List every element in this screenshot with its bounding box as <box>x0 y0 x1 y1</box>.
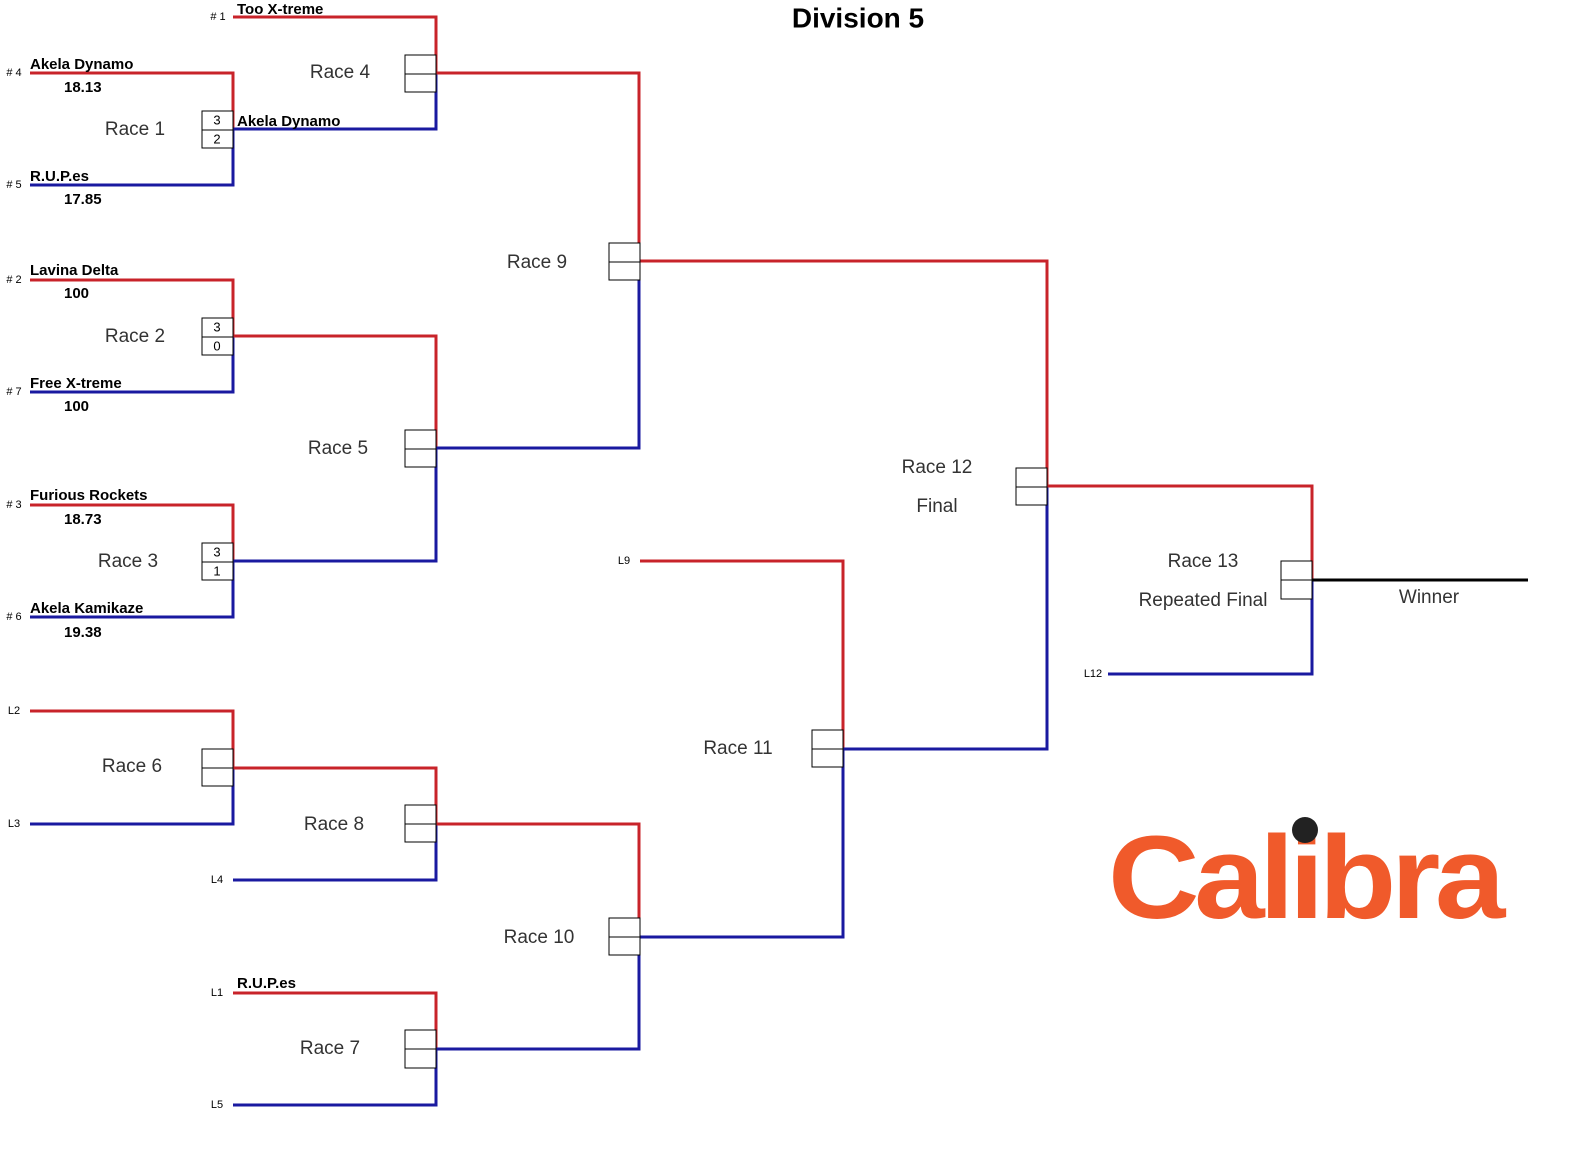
score-box-race3: 31 <box>201 542 234 581</box>
line-race2-upper <box>30 278 235 336</box>
race-label-9: Race 9 <box>507 252 567 273</box>
logo-dot <box>1292 817 1318 843</box>
line-race11-lower <box>639 749 845 939</box>
score-box-race2: 30 <box>201 317 234 356</box>
line-race8-lower <box>233 824 438 882</box>
race-label-6: Race 6 <box>102 756 162 777</box>
seed-7: # 7 <box>6 386 21 398</box>
seed-labels: # 1 # 4 # 5 # 2 # 7 # 3 # 6 L2 L3 L4 L1 … <box>6 11 1102 1111</box>
score-box-race4 <box>404 54 437 93</box>
race-label-7: Race 7 <box>300 1038 360 1059</box>
score-box-race13 <box>1280 560 1313 600</box>
team-name: R.U.P.es <box>30 168 89 185</box>
line-race10-upper <box>436 822 641 937</box>
line-race13-lower <box>1108 580 1314 676</box>
team-name: Too X-treme <box>237 1 323 18</box>
race-label-10: Race 10 <box>504 927 575 948</box>
seed-L4: L4 <box>211 874 223 886</box>
seed-L9: L9 <box>618 555 630 567</box>
score-box-race9 <box>608 242 641 281</box>
team-time: 18.73 <box>64 511 102 528</box>
score-box-race1: 32 <box>201 110 234 149</box>
score-box-race5 <box>404 429 437 468</box>
seed-L5: L5 <box>211 1099 223 1111</box>
score-race3-lower: 1 <box>213 563 220 578</box>
score-race1-upper: 3 <box>213 112 220 127</box>
line-race5-lower <box>233 448 438 563</box>
team-name: Akela Dynamo <box>237 113 340 130</box>
race-label-13: Race 13 <box>1168 551 1239 572</box>
team-name: R.U.P.es <box>237 975 296 992</box>
line-race10-lower <box>436 937 641 1051</box>
race-label-13-sub: Repeated Final <box>1139 590 1268 611</box>
winner-label: Winner <box>1399 587 1460 608</box>
team-names: Too X-treme Akela Dynamo Akela Dynamo R.… <box>30 1 340 992</box>
seed-6: # 6 <box>6 611 21 623</box>
score-box-race7 <box>404 1029 437 1069</box>
line-race12-upper <box>639 259 1049 486</box>
score-race3-upper: 3 <box>213 544 220 559</box>
team-time: 17.85 <box>64 191 102 208</box>
score-race2-upper: 3 <box>213 319 220 334</box>
line-race9-upper <box>436 71 641 261</box>
line-race6-lower <box>30 768 235 826</box>
seed-4: # 4 <box>6 67 21 79</box>
seed-L2: L2 <box>8 705 20 717</box>
team-time: 100 <box>64 285 89 302</box>
race-label-4: Race 4 <box>310 62 371 83</box>
team-name: Furious Rockets <box>30 487 148 504</box>
score-box-race8 <box>404 804 437 843</box>
page-title: Division 5 <box>792 2 924 33</box>
team-name: Akela Dynamo <box>30 56 133 73</box>
line-race9-lower <box>436 261 641 450</box>
team-time: 100 <box>64 398 89 415</box>
race-label-8: Race 8 <box>304 814 364 835</box>
race-label-11: Race 11 <box>703 738 772 759</box>
race-label-12-sub: Final <box>916 496 957 517</box>
seed-2: # 2 <box>6 274 21 286</box>
line-race4-upper <box>233 15 438 73</box>
line-race1-upper <box>30 71 235 129</box>
team-time: 18.13 <box>64 79 102 96</box>
team-name: Lavina Delta <box>30 262 119 279</box>
score-box-race6 <box>201 748 234 787</box>
race-label-12: Race 12 <box>902 457 973 478</box>
team-time: 19.38 <box>64 624 102 641</box>
line-race13-upper <box>1047 484 1314 580</box>
seed-L1: L1 <box>211 987 223 999</box>
seed-5: # 5 <box>6 179 21 191</box>
race-label-2: Race 2 <box>105 326 165 347</box>
score-boxes: 32 30 31 <box>201 54 1313 1069</box>
race-label-5: Race 5 <box>308 438 368 459</box>
score-box-race10 <box>608 917 641 956</box>
seed-L12: L12 <box>1084 668 1102 680</box>
team-name: Free X-treme <box>30 375 122 392</box>
team-times: 18.13 17.85 100 100 18.73 19.38 <box>64 79 102 641</box>
score-race1-lower: 2 <box>213 131 220 146</box>
line-race11-upper <box>640 559 845 749</box>
score-box-race11 <box>811 729 844 768</box>
line-race12-lower <box>843 486 1049 751</box>
race-label-3: Race 3 <box>98 551 158 572</box>
score-race2-lower: 0 <box>213 338 220 353</box>
calibra-logo: Calibra <box>1108 812 1512 944</box>
team-name: Akela Kamikaze <box>30 600 143 617</box>
line-race5-upper <box>233 334 438 448</box>
race-label-1: Race 1 <box>105 119 165 140</box>
seed-L3: L3 <box>8 818 20 830</box>
seed-3: # 3 <box>6 499 21 511</box>
seed-1: # 1 <box>210 11 225 23</box>
line-race3-upper <box>30 503 235 561</box>
score-box-race12 <box>1015 467 1048 506</box>
race-labels: Race 1 Race 4 Race 2 Race 5 Race 3 Race … <box>98 62 1460 1059</box>
